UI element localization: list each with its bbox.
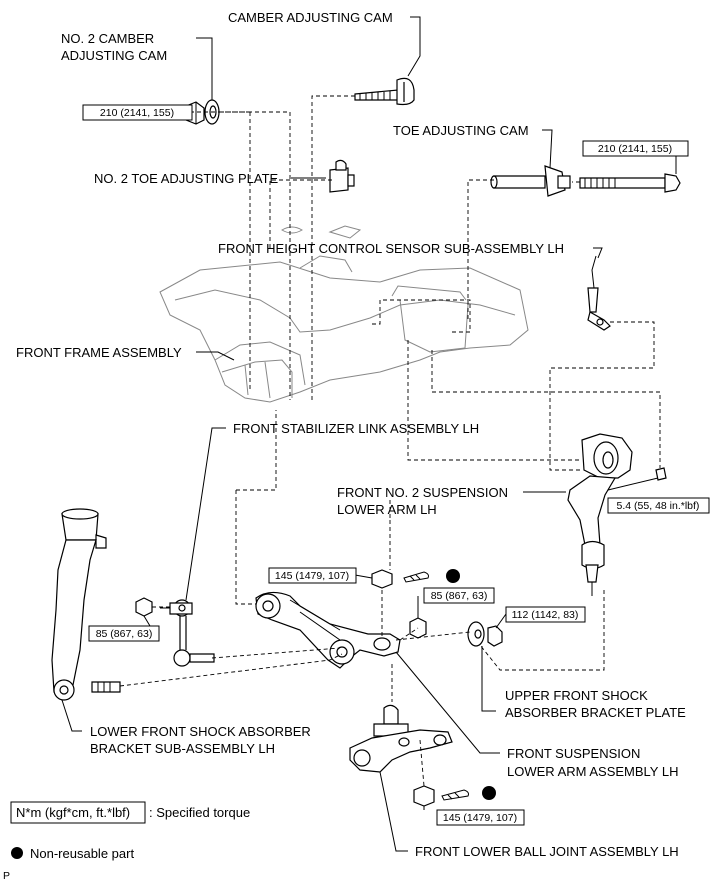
torque-box-upper-plate: 112 (1142, 83): [505, 606, 586, 623]
torque-ball-joint-text: 145 (1479, 107): [443, 812, 517, 824]
label-lower-arm-2: LOWER ARM ASSEMBLY LH: [507, 764, 678, 779]
label-toe-cam: TOE ADJUSTING CAM: [393, 123, 529, 138]
torque-camber-text: 210 (2141, 155): [100, 107, 174, 119]
assembly-lines: [119, 95, 661, 787]
nonreusable-dot-bottom: [482, 786, 496, 800]
label-lower-bracket-1: LOWER FRONT SHOCK ABSORBER: [90, 724, 311, 739]
torque-sensor-text: 5.4 (55, 48 in.*lbf): [617, 500, 700, 512]
front-height-control-sensor: [587, 255, 611, 331]
nonreusable-dot-top: [446, 569, 460, 583]
torque-box-arm-top: 145 (1479, 107): [268, 567, 357, 584]
torque-toe-text: 210 (2141, 155): [598, 143, 672, 155]
front-lower-ball-joint-assembly: [349, 704, 453, 773]
label-stabilizer-link: FRONT STABILIZER LINK ASSEMBLY LH: [233, 421, 479, 436]
label-lower-bracket-2: BRACKET SUB-ASSEMBLY LH: [90, 741, 275, 756]
legend-torque-text: : Specified torque: [149, 805, 250, 820]
label-no2-lower-arm-2: LOWER ARM LH: [337, 502, 437, 517]
torque-stab-right-text: 85 (867, 63): [431, 590, 488, 602]
label-lower-arm-1: FRONT SUSPENSION: [507, 746, 640, 761]
upper-front-shock-absorber-bracket-plate: [467, 621, 503, 647]
label-upper-plate-2: ABSORBER BRACKET PLATE: [505, 705, 686, 720]
stabilizer-nut-left: [135, 597, 153, 617]
torque-box-toe: 210 (2141, 155): [582, 140, 689, 157]
cotter-pin-bottom: [441, 789, 469, 801]
no2-toe-adjusting-plate: [329, 159, 355, 193]
torque-upper-plate-text: 112 (1142, 83): [512, 609, 579, 621]
label-upper-plate-1: UPPER FRONT SHOCK: [505, 688, 648, 703]
torque-box-stab-right: 85 (867, 63): [423, 587, 495, 604]
toe-adjusting-bolt: [579, 173, 681, 193]
label-no2-lower-arm-1: FRONT NO. 2 SUSPENSION: [337, 485, 508, 500]
toe-adjusting-cam: [490, 165, 571, 197]
front-frame-assembly: [159, 225, 529, 403]
torque-stab-left-text: 85 (867, 63): [96, 628, 153, 640]
torque-box-ball-joint: 145 (1479, 107): [436, 809, 525, 826]
arm-top-nut: [371, 569, 393, 589]
front-stabilizer-link-assembly: [160, 599, 215, 667]
torque-arm-top-text: 145 (1479, 107): [275, 570, 349, 582]
sensor-nut: [655, 467, 667, 481]
label-camber-cam: CAMBER ADJUSTING CAM: [228, 10, 393, 25]
legend-nonreusable-dot: [11, 847, 23, 859]
label-ball-joint: FRONT LOWER BALL JOINT ASSEMBLY LH: [415, 844, 679, 859]
camber-adjusting-cam: [354, 77, 415, 106]
legend: N*m (kgf*cm, ft.*lbf) : Specified torque…: [3, 801, 250, 882]
front-suspension-lower-arm-assembly: [255, 591, 401, 669]
label-front-frame: FRONT FRAME ASSEMBLY: [16, 345, 182, 360]
lower-front-shock-absorber-bracket: [51, 508, 121, 701]
label-no2-camber-2: ADJUSTING CAM: [61, 48, 167, 63]
cotter-pin-top: [403, 571, 429, 583]
legend-torque-unit: N*m (kgf*cm, ft.*lbf): [16, 805, 130, 820]
front-no2-suspension-lower-arm: [567, 433, 633, 596]
label-no2-camber-1: NO. 2 CAMBER: [61, 31, 154, 46]
legend-nonreusable-text: Non-reusable part: [30, 846, 134, 861]
corner-mark: P: [3, 870, 10, 882]
torque-box-sensor: 5.4 (55, 48 in.*lbf): [607, 497, 710, 514]
torque-box-camber: 210 (2141, 155): [82, 104, 193, 121]
torque-box-stab-left: 85 (867, 63): [88, 625, 160, 642]
label-height-sensor: FRONT HEIGHT CONTROL SENSOR SUB-ASSEMBLY…: [218, 241, 564, 256]
label-no2-toe-plate: NO. 2 TOE ADJUSTING PLATE: [94, 171, 279, 186]
ball-joint-nut: [413, 785, 435, 807]
